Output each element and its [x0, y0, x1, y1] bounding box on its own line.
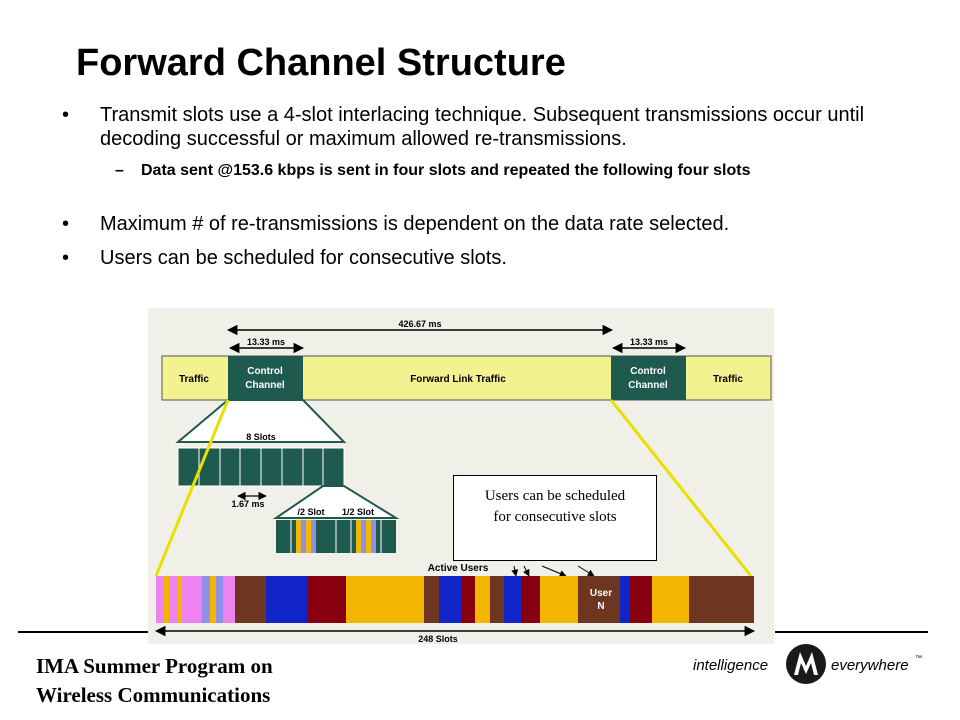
- logo-tm: ™: [915, 655, 922, 662]
- expand-trapezoid-8: [175, 399, 347, 443]
- slot-time-label: 1.67 ms: [231, 499, 264, 509]
- seg-traffic-left: Traffic: [179, 374, 209, 385]
- motorola-logo: intelligence everywhere ™: [693, 644, 922, 684]
- expand-line-right: [609, 399, 753, 577]
- bullet-text: Maximum # of re-transmissions is depende…: [100, 213, 730, 235]
- batwing-icon: [786, 644, 826, 684]
- user-n-label-1: User: [590, 588, 612, 599]
- half-slot-label-b: 1/2 Slot: [342, 507, 374, 517]
- footer-line-1: IMA Summer Program on: [36, 654, 273, 678]
- seg-traffic-right: Traffic: [713, 374, 743, 385]
- seg-control-left-2: Channel: [245, 380, 285, 391]
- half-slot-row: [276, 520, 396, 553]
- user-n-label-2: N: [597, 601, 604, 612]
- seg-control-left-1: Control: [247, 366, 283, 377]
- expand-trapezoid-half: [272, 485, 400, 519]
- seg-forward-link: Forward Link Traffic: [410, 374, 506, 385]
- control-channel-right: [611, 356, 686, 400]
- scheduling-callout: Users can be scheduled for consecutive s…: [453, 475, 657, 561]
- bullet-dot: •: [62, 104, 70, 126]
- callout-line-1: Users can be scheduled: [484, 488, 626, 504]
- expand-line-left: [154, 399, 230, 577]
- logo-text-everywhere: everywhere: [831, 657, 909, 674]
- seg-control-right-1: Control: [630, 366, 666, 377]
- span-control-right-label: 13.33 ms: [630, 337, 668, 347]
- footer-line-2: Wireless Communications: [36, 683, 271, 707]
- bullet-text: Transmit slots use a 4-slot interlacing …: [100, 104, 865, 150]
- bullet-dot: •: [62, 247, 70, 269]
- callout-line-2: for consecutive slots: [493, 509, 617, 525]
- bullet-dot: •: [62, 213, 70, 235]
- sub-bullet-text: Data sent @153.6 kbps is sent in four sl…: [141, 162, 751, 179]
- footer-rule-left: [18, 631, 148, 633]
- eight-slots-label: 8 Slots: [246, 432, 276, 442]
- slot-bar: [156, 576, 754, 623]
- span-control-left-label: 13.33 ms: [247, 337, 285, 347]
- footer-rule-right: [775, 631, 928, 633]
- half-slot-label-a: /2 Slot: [297, 507, 324, 517]
- span-total-label: 426.67 ms: [398, 319, 441, 329]
- active-users-label: Active Users: [428, 563, 489, 574]
- total-slots-label: 248 Slots: [418, 634, 458, 644]
- user-arrow: [523, 565, 530, 577]
- footer-program: IMA Summer Program on Wireless Communica…: [36, 652, 273, 710]
- sub-bullet-dash: –: [115, 162, 124, 179]
- slide-title: Forward Channel Structure: [76, 42, 566, 84]
- logo-text-intelligence: intelligence: [693, 657, 768, 674]
- control-channel-left: [228, 356, 303, 400]
- eight-slot-row: [177, 447, 345, 487]
- user-arrow: [577, 565, 595, 577]
- user-arrow: [541, 565, 567, 577]
- bullet-text: Users can be scheduled for consecutive s…: [100, 247, 507, 269]
- seg-control-right-2: Channel: [628, 380, 668, 391]
- user-arrow: [511, 565, 519, 577]
